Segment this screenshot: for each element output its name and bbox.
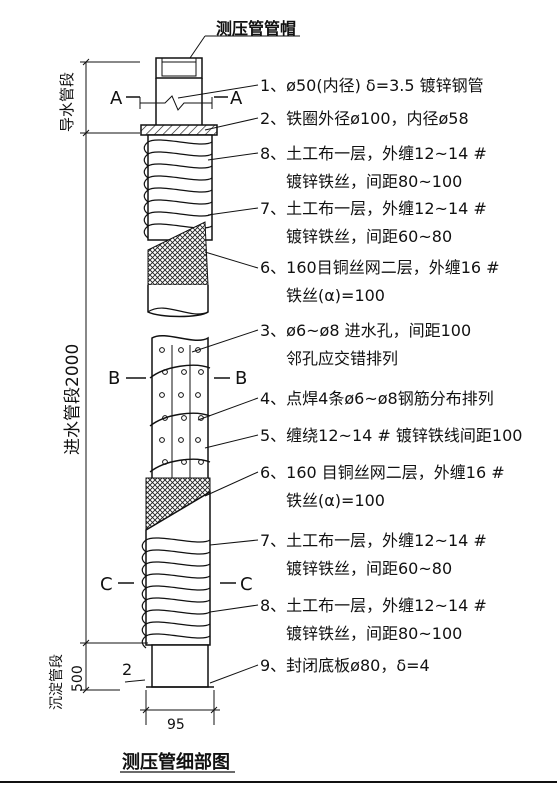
upper-wrapped-section — [143, 134, 213, 318]
bottom-dimension — [124, 679, 220, 725]
ref-2-label: 2 — [122, 660, 133, 679]
guide-segment-label: 导水管段 — [58, 71, 76, 132]
diagram-title: 测压管细部图 — [122, 752, 230, 773]
callout-c3-line2: 镀锌铁丝，间距80~100 — [286, 172, 463, 191]
section-markers — [118, 96, 236, 584]
wire-coil — [145, 609, 211, 615]
callout-c11-line1: 8、土工布一层，外缠12~14 # — [260, 596, 487, 615]
inlet-hole — [178, 347, 184, 353]
wire-coil — [149, 412, 211, 427]
wire-coil-edge — [143, 141, 149, 155]
wire-coil — [145, 597, 211, 603]
wire-coil — [145, 585, 211, 591]
inlet-hole — [195, 437, 201, 443]
guide-pipe — [139, 78, 213, 125]
wire-coil — [145, 621, 211, 627]
inlet-hole — [181, 415, 187, 421]
section-b-right: B — [235, 368, 248, 389]
wire-coil-edge — [141, 635, 147, 649]
wire-coil-edge — [141, 563, 147, 577]
wire-coil-edge — [143, 189, 149, 203]
callout-c2-line1: 2、铁圈外径ø100，内径ø58 — [260, 109, 469, 128]
callout-c4-line1: 7、土工布一层，外缠12~14 # — [260, 199, 487, 218]
callout-c8-line1: 5、缠绕12~14 # 镀锌铁线间距100 — [260, 426, 523, 445]
left-dimension — [80, 58, 148, 694]
callout-c4-line2: 镀锌铁丝，间距60~80 — [286, 227, 453, 246]
inlet-hole — [159, 437, 165, 443]
wire-coil — [149, 458, 211, 473]
callout-c5-line2: 铁丝(α)=100 — [286, 286, 385, 305]
wire-coil-edge — [143, 177, 149, 191]
wire-coil — [149, 364, 211, 379]
settle-segment-label: 沉淀管段 — [49, 654, 65, 710]
perforated-section — [149, 334, 211, 481]
wire-coil-edge — [143, 165, 149, 179]
callout-c6-line1: 3、ø6~ø8 进水孔，间距100 — [260, 321, 472, 340]
section-c-left: C — [100, 574, 113, 595]
callout-c9-line1: 6、160 目铜丝网二层，外缠16 # — [260, 463, 505, 482]
wire-coil-edge — [141, 551, 147, 565]
section-b-left: B — [108, 368, 121, 389]
wire-coil-edge — [141, 587, 147, 601]
wire-coil-edge — [143, 213, 149, 227]
callout-c1-line1: 1、ø50(内径) δ=3.5 镀锌钢管 — [260, 76, 484, 95]
section-a-left: A — [110, 88, 123, 109]
callout-c9-line2: 铁丝(α)=100 — [286, 491, 385, 510]
callout-c5-line1: 6、160目铜丝网二层，外缠16 # — [260, 258, 500, 277]
section-c-right: C — [240, 574, 253, 595]
leader-lines — [177, 35, 300, 684]
callout-c3-line1: 8、土工布一层，外缠12~14 # — [260, 144, 487, 163]
wire-coil — [145, 561, 211, 567]
callout-c6-line2: 邻孔应交错排列 — [286, 349, 399, 368]
wire-coil — [147, 139, 213, 145]
inlet-hole — [178, 392, 184, 398]
inlet-hole — [159, 392, 165, 398]
lower-wrapped-section — [141, 477, 211, 649]
wire-coil-edge — [143, 153, 149, 167]
wire-coil-edge — [141, 623, 147, 637]
wire-coil-edge — [141, 575, 147, 589]
callout-c11-line2: 镀锌铁丝，间距80~100 — [286, 624, 463, 643]
callout-c10-line2: 镀锌铁丝，间距60~80 — [286, 559, 453, 578]
wire-coil — [145, 633, 211, 639]
wire-coil-edge — [141, 611, 147, 625]
wire-coil — [147, 151, 213, 157]
inlet-segment-label: 进水管段2000 — [63, 343, 83, 455]
settle-length-label: 500 — [70, 665, 86, 692]
inlet-hole — [159, 347, 165, 353]
wire-coil — [147, 187, 213, 193]
callout-c7-line1: 4、点焊4条ø6~ø8钢筋分布排列 — [260, 389, 494, 408]
section-a-right: A — [230, 88, 243, 109]
wire-coil — [145, 573, 211, 579]
inlet-hole — [178, 437, 184, 443]
pipe-cap — [155, 35, 206, 79]
wire-coil — [145, 537, 211, 543]
settling-pipe — [146, 644, 214, 688]
wire-coil-edge — [143, 201, 149, 215]
wire-coil — [147, 223, 213, 229]
callout-c12-line1: 9、封闭底板ø80，δ=4 — [260, 656, 430, 675]
wire-coil-edge — [141, 539, 147, 553]
wire-coil — [145, 549, 211, 555]
inlet-hole — [181, 369, 187, 375]
wire-coil-edge — [143, 225, 149, 239]
inlet-hole — [198, 369, 204, 375]
callout-c10-line1: 7、土工布一层，外缠12~14 # — [260, 531, 487, 550]
width-dimension: 95 — [167, 717, 185, 733]
inlet-hole — [195, 392, 201, 398]
wire-coil — [147, 199, 213, 205]
wire-coil-edge — [141, 599, 147, 613]
wire-coil — [147, 163, 213, 169]
cap-label: 测压管管帽 — [216, 19, 297, 38]
wire-coil — [147, 175, 213, 181]
